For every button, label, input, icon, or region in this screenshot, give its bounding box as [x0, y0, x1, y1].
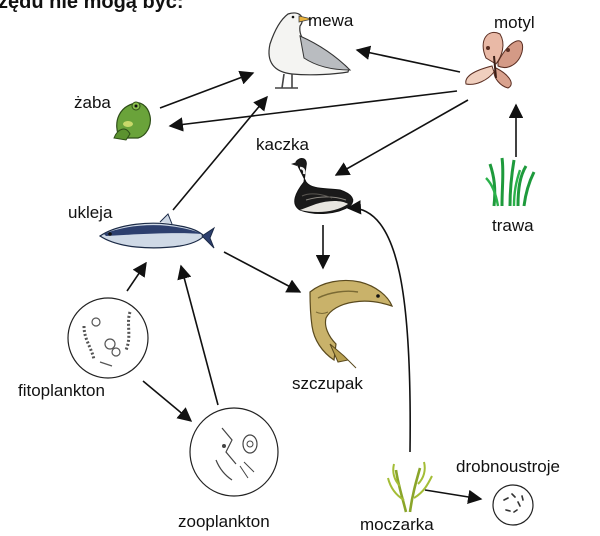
arrow-moczarka-to-drobnoustroje [425, 490, 481, 499]
fish-illustration [100, 214, 214, 248]
phytoplankton-illustration [68, 298, 148, 378]
label-szczupak: szczupak [292, 374, 363, 393]
arrow-motyl-to-kaczka [336, 100, 468, 175]
heading-text: zędu nie mogą być: [0, 0, 184, 13]
grass-illustration [486, 158, 534, 206]
label-zooplankton: zooplankton [178, 512, 270, 531]
arrow-fitoplankton-to-zooplankton [143, 381, 191, 421]
label-drobnoustroje: drobnoustroje [456, 457, 560, 476]
label-trawa: trawa [492, 216, 534, 235]
label-fitoplankton: fitoplankton [18, 381, 105, 400]
arrow-fitoplankton-to-ukleja [127, 263, 146, 291]
goose-illustration [291, 159, 353, 214]
arrow-moczarka-to-kaczka [348, 208, 410, 452]
label-motyl: motyl [494, 13, 535, 32]
arrow-zaba-to-mewa [160, 73, 253, 108]
arrow-ukleja-to-mewa [173, 97, 267, 210]
butterfly-illustration [466, 32, 523, 88]
label-ukleja: ukleja [68, 203, 113, 222]
arrow-motyl-to-mewa [357, 50, 460, 72]
label-zaba: żaba [74, 93, 111, 112]
food-web-arrows [127, 50, 516, 499]
frog-illustration [114, 102, 150, 140]
waterweed-illustration [388, 462, 432, 512]
zooplankton-illustration [190, 408, 278, 496]
arrow-motyl-to-zaba [170, 91, 457, 126]
microbes-illustration [493, 485, 533, 525]
label-kaczka: kaczka [256, 135, 309, 154]
label-mewa: mewa [308, 11, 354, 30]
arrow-zooplankton-to-ukleja [181, 266, 218, 405]
arrow-ukleja-to-szczupak [224, 252, 300, 292]
label-moczarka: moczarka [360, 515, 434, 534]
pike-illustration [310, 280, 392, 368]
